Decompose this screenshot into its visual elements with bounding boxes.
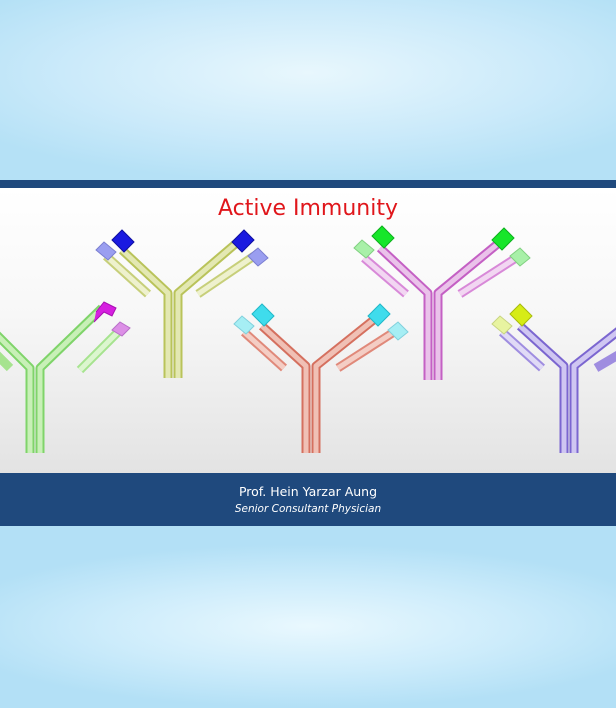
- antibody-olive: [95, 229, 269, 378]
- slide-top-band: [0, 180, 616, 188]
- presenter-name: Prof. Hein Yarzar Aung: [238, 484, 378, 499]
- background-top: [0, 0, 616, 182]
- antibody-green: [0, 301, 131, 453]
- presenter-role: Senior Consultant Physician: [234, 503, 382, 515]
- title-slide: Active Immunity: [0, 188, 616, 473]
- slide-title: Active Immunity: [217, 196, 399, 221]
- antibody-salmon: [233, 303, 409, 453]
- slide-footer-band: Prof. Hein Yarzar Aung Senior Consultant…: [0, 473, 616, 526]
- antibody-magenta: [353, 225, 531, 380]
- background-bottom: [0, 526, 616, 708]
- antibody-violet: [491, 303, 616, 453]
- antibody-illustration: [0, 225, 616, 453]
